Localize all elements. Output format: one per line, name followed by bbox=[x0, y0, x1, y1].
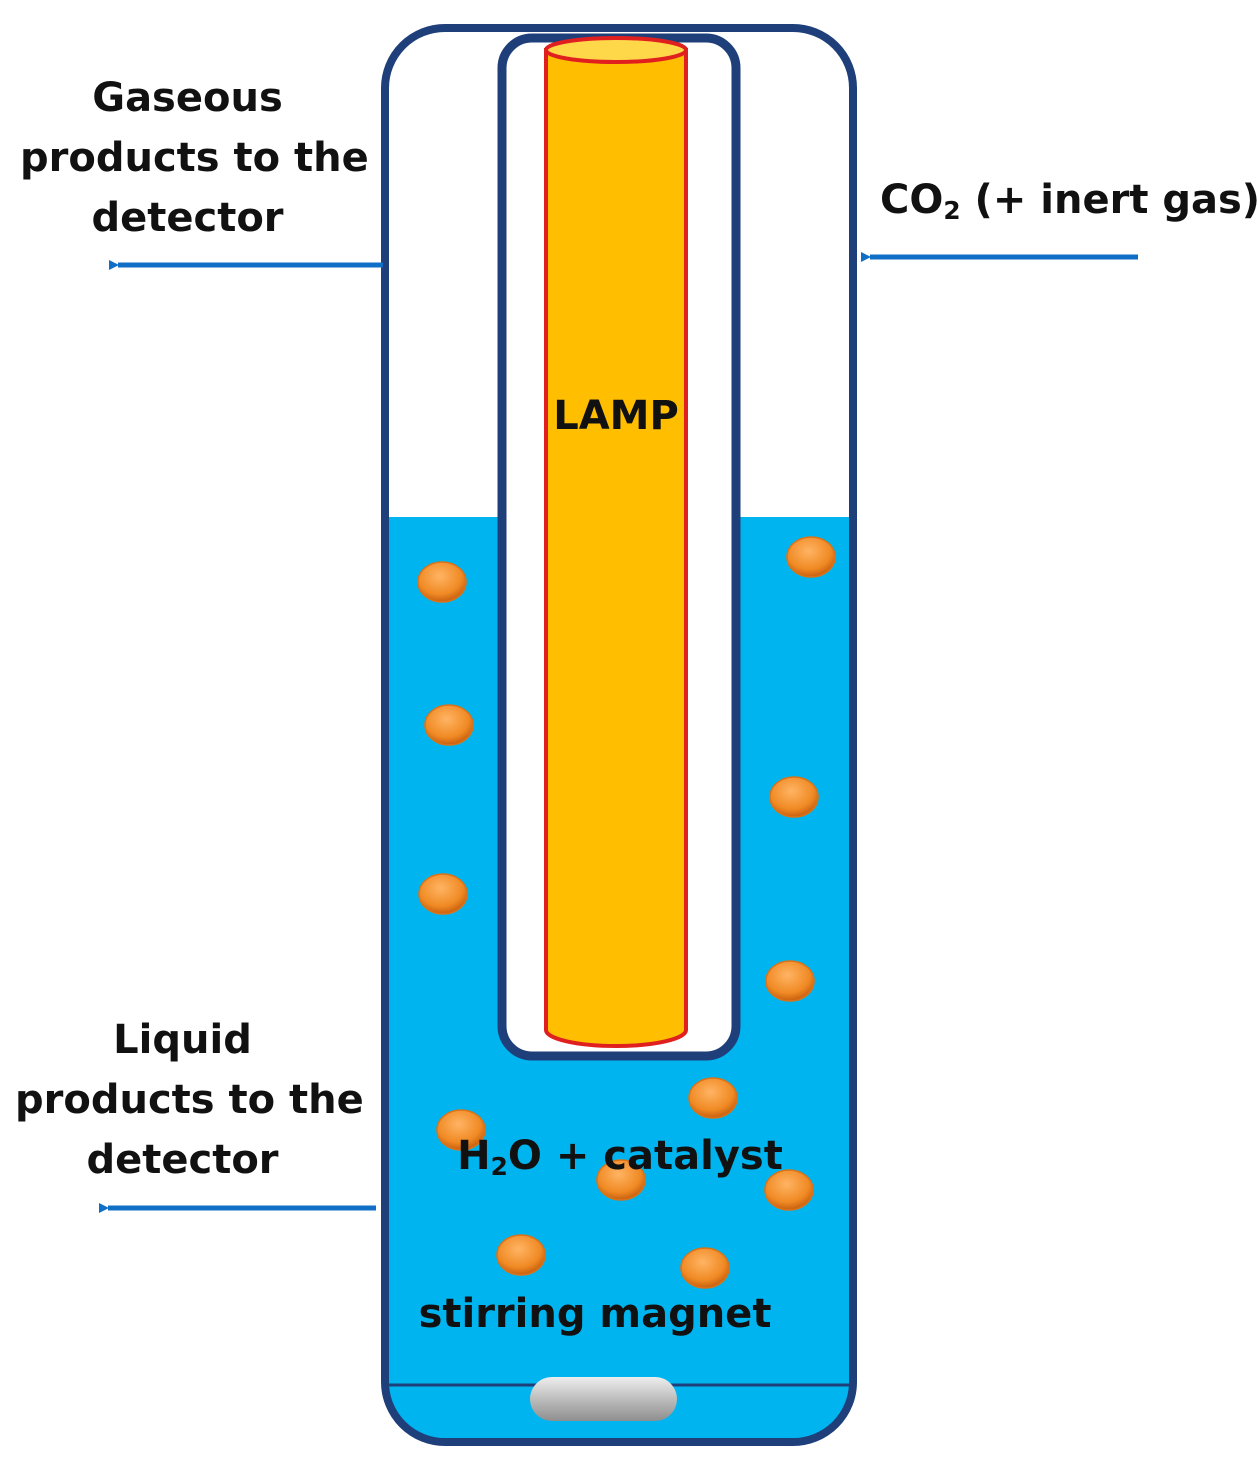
gaseous-label: Gaseous products to the detector bbox=[20, 68, 369, 248]
catalyst-particle-icon bbox=[688, 1077, 738, 1119]
gaseous-line-1: Gaseous bbox=[92, 75, 283, 121]
stir-bar-icon bbox=[530, 1377, 677, 1421]
co2-rest: (+ inert gas) bbox=[960, 177, 1257, 223]
solution-subscript: 2 bbox=[490, 1152, 508, 1182]
co2-main: CO bbox=[880, 177, 944, 223]
catalyst-particle-icon bbox=[417, 561, 467, 603]
liquid-label: Liquid products to the detector bbox=[15, 1010, 364, 1190]
catalyst-particle-icon bbox=[765, 960, 815, 1002]
catalyst-particle-icon bbox=[680, 1247, 730, 1289]
lamp-top bbox=[544, 36, 688, 64]
gaseous-line-3: detector bbox=[91, 195, 284, 241]
solution-h: H bbox=[457, 1133, 491, 1179]
gaseous-line-2: products to the bbox=[20, 135, 369, 181]
catalyst-particle-icon bbox=[436, 1109, 486, 1151]
vessel-outline bbox=[381, 24, 857, 1446]
solution-rest: O + catalyst bbox=[507, 1133, 783, 1179]
catalyst-particle-icon bbox=[764, 1169, 814, 1211]
magnet-label: stirring magnet bbox=[418, 1291, 772, 1337]
catalyst-particle-icon bbox=[786, 536, 836, 578]
co2-label: CO2 (+ inert gas) bbox=[880, 170, 1257, 230]
solution-label: H2O + catalyst bbox=[440, 1126, 800, 1186]
catalyst-particles bbox=[417, 536, 836, 1289]
liquid-line-1: Liquid bbox=[113, 1017, 252, 1063]
catalyst-particle-icon bbox=[496, 1234, 546, 1276]
lamp-label: LAMP bbox=[553, 393, 679, 439]
catalyst-particle-icon bbox=[418, 873, 468, 915]
catalyst-particle-icon bbox=[769, 776, 819, 818]
liquid-line-2: products to the bbox=[15, 1077, 364, 1123]
liquid-line-3: detector bbox=[86, 1137, 279, 1183]
catalyst-particle-icon bbox=[424, 704, 474, 746]
catalyst-particle-icon bbox=[596, 1159, 646, 1201]
lamp-cylinder bbox=[544, 48, 688, 1048]
co2-subscript: 2 bbox=[943, 196, 961, 226]
